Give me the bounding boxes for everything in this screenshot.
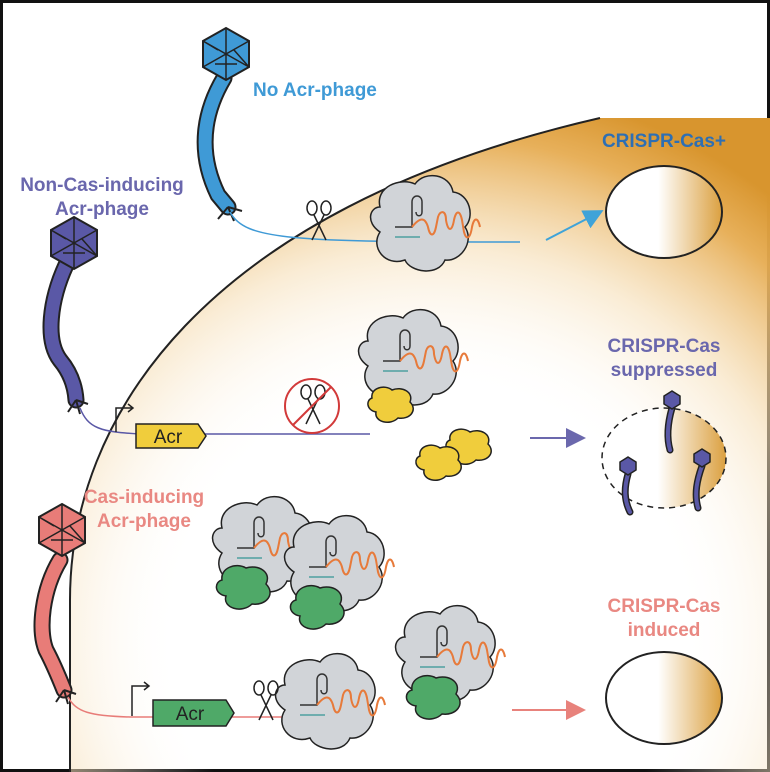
acr-gene-yellow bbox=[135, 423, 207, 449]
label-outcome-suppressed-line1: CRISPR-Cas bbox=[608, 336, 721, 357]
arrow-to-plus bbox=[545, 210, 604, 241]
outcome-cell-suppressed bbox=[601, 390, 727, 516]
scissors-icon-induced bbox=[253, 680, 279, 721]
cas-inducing-phage bbox=[33, 502, 360, 718]
acr-protein-yellow-3 bbox=[415, 444, 462, 481]
non-cas-inducing-phage bbox=[42, 215, 370, 435]
cas-complex-suppressed bbox=[357, 308, 469, 406]
cas-complex-induced-3 bbox=[274, 652, 386, 750]
label-outcome-suppressed-line2: suppressed bbox=[611, 360, 718, 381]
acr-gene-green bbox=[152, 699, 235, 727]
label-outcome-induced-line1: CRISPR-Cas bbox=[608, 596, 721, 617]
outcome-cell-plus bbox=[605, 165, 723, 259]
acr-gene-green-label: Acr bbox=[176, 704, 205, 725]
acr-protein-green-3 bbox=[405, 674, 461, 720]
label-outcome-plus: CRISPR-Cas+ bbox=[602, 131, 726, 152]
label-non-cas-inducing-line2: Acr-phage bbox=[55, 199, 149, 220]
label-cas-inducing-line1: Cas-inducing bbox=[84, 487, 204, 508]
label-no-acr-phage: No Acr-phage bbox=[253, 80, 377, 101]
label-outcome-induced-line2: induced bbox=[628, 620, 701, 641]
acr-protein-yellow-1 bbox=[367, 386, 414, 423]
acr-protein-green-1 bbox=[215, 564, 271, 610]
acr-protein-green-2 bbox=[289, 584, 345, 630]
cas-complex-top bbox=[369, 174, 481, 272]
outcome-cell-induced bbox=[605, 651, 723, 745]
label-cas-inducing-line2: Acr-phage bbox=[97, 511, 191, 532]
scissors-icon bbox=[306, 200, 332, 241]
scissors-blocked-icon bbox=[284, 378, 340, 434]
label-non-cas-inducing-line1: Non-Cas-inducing bbox=[20, 175, 184, 196]
acr-gene-yellow-label: Acr bbox=[154, 427, 183, 448]
